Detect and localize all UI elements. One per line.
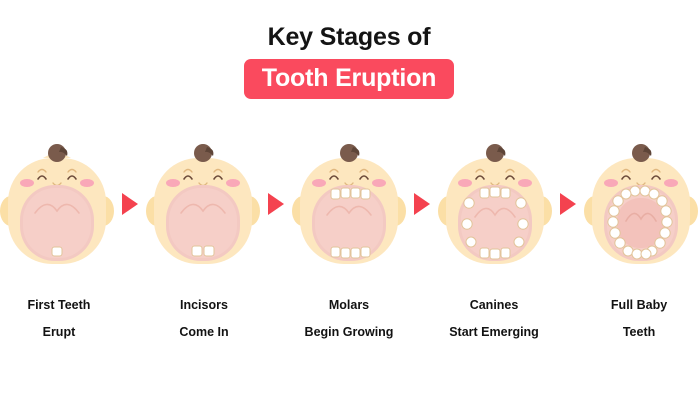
baby-mouth-icon-1 [0,144,114,264]
stage-item-5[interactable] [576,140,698,268]
face-illustration-3 [284,140,414,268]
arrow-3-holder [414,140,430,268]
baby-mouth-icon-4 [438,144,552,264]
stage-caption-3: Molars Begin Growing [290,292,408,346]
caption-gap [408,292,435,346]
face-illustration-5 [576,140,698,268]
stage-caption-2-line1: Incisors [180,298,228,312]
face-illustration-4 [430,140,560,268]
stage-caption-4: Canines Start Emerging [435,292,553,346]
caption-row: First Teeth Erupt Incisors Come In Molar… [0,292,698,346]
baby-mouth-icon-2 [146,144,260,264]
stage-caption-5: Full Baby Teeth [580,292,698,346]
stage-caption-3-line1: Molars [328,298,370,312]
page-title: Key Stages of [267,23,431,51]
arrow-4-holder [560,140,576,268]
stage-item-3[interactable] [284,140,414,268]
stage-caption-1-line1: First Teeth [27,298,91,312]
title-badge: Tooth Eruption [243,59,455,99]
face-illustration-1 [0,140,122,268]
stage-caption-4-line1: Canines [469,298,519,312]
stage-caption-3-line2: Begin Growing [304,325,394,339]
face-illustration-2 [138,140,268,268]
arrow-right-icon [122,193,138,215]
stage-item-4[interactable] [430,140,560,268]
baby-mouth-icon-3 [292,144,406,264]
title-badge-wrapper: Tooth Eruption [0,59,698,99]
stage-caption-1: First Teeth Erupt [0,292,118,346]
header: Key Stages of Tooth Eruption [0,22,698,99]
arrow-right-icon [414,193,430,215]
stage-caption-5-line2: Teeth [622,325,656,339]
caption-gap [553,292,580,346]
stage-item-2[interactable] [138,140,268,268]
stage-row [0,140,698,268]
stage-caption-2: Incisors Come In [145,292,263,346]
arrow-right-icon [560,193,576,215]
caption-gap [118,292,145,346]
caption-gap [263,292,290,346]
stage-caption-1-line2: Erupt [42,325,76,339]
arrow-2-holder [268,140,284,268]
baby-mouth-icon-5 [584,144,698,264]
arrow-1-holder [122,140,138,268]
arrow-right-icon [268,193,284,215]
stage-caption-5-line1: Full Baby [610,298,668,312]
stage-item-1[interactable] [0,140,122,268]
stage-caption-2-line2: Come In [179,325,229,339]
stage-caption-4-line2: Start Emerging [449,325,539,339]
